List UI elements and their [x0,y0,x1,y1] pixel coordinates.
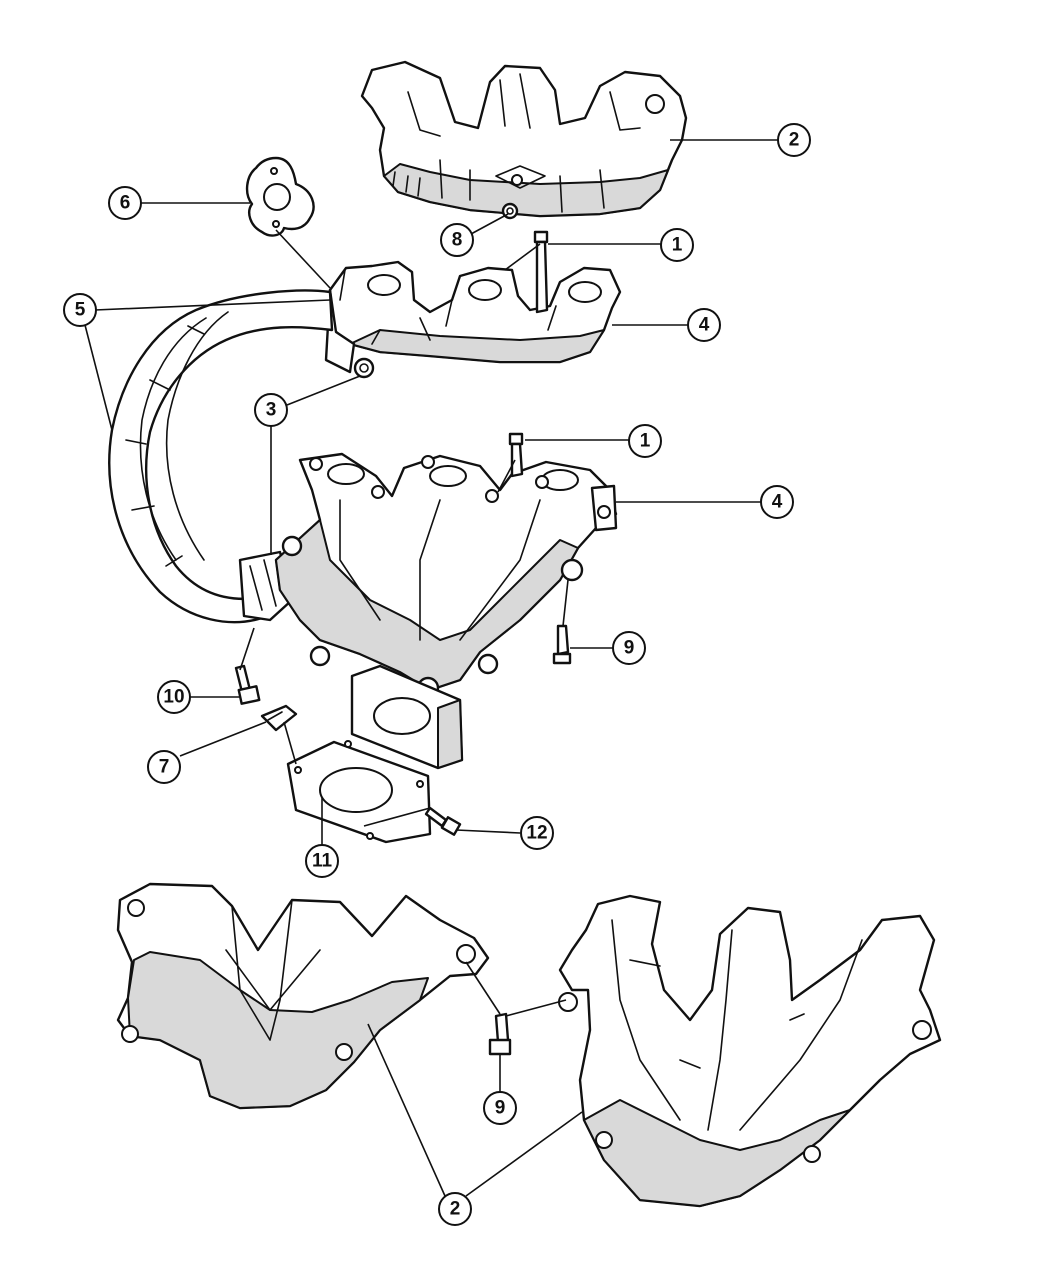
bolt-1-upper [533,230,549,314]
callout-3: 3 [254,393,288,427]
callout-9-bottom: 9 [483,1091,517,1125]
callout-9-middle: 9 [612,631,646,665]
lower-exhaust-manifold [274,452,618,700]
callout-12: 12 [520,816,554,850]
bolt-1-lower [508,432,524,478]
callout-label: 1 [640,431,651,452]
callout-label: 7 [159,757,170,778]
callout-6: 6 [108,186,142,220]
upper-exhaust-manifold [324,260,622,374]
callout-11: 11 [305,844,339,878]
callout-4-lower: 4 [760,485,794,519]
leader-lines [84,139,778,1197]
callout-7: 7 [147,750,181,784]
callout-1-lower: 1 [628,424,662,458]
callout-label: 2 [450,1199,461,1220]
callout-4-upper: 4 [687,308,721,342]
callout-label: 4 [699,315,710,336]
callout-2-top: 2 [777,123,811,157]
callout-8: 8 [440,223,474,257]
callout-label: 10 [163,687,184,708]
gasket-6 [245,156,315,237]
upper-heat-shield [360,60,688,218]
callout-label: 4 [772,492,783,513]
callout-label: 1 [672,235,683,256]
bolt-10 [234,664,261,705]
clip-7 [260,704,298,732]
callout-10: 10 [157,680,191,714]
bolt-12 [424,806,462,836]
lower-left-heat-shield [116,882,490,1110]
callout-2-bottom: 2 [438,1192,472,1226]
lower-right-heat-shield [558,894,942,1208]
bolt-9-middle [552,624,572,665]
callout-1-upper: 1 [660,228,694,262]
outlet-flange [350,664,464,770]
callout-5: 5 [63,293,97,327]
bolt-9-lower [488,1012,512,1056]
callout-label: 11 [312,851,333,872]
callout-label: 12 [526,823,547,844]
callout-label: 3 [266,400,277,421]
nut-3-upper [353,357,375,379]
callout-label: 5 [75,300,86,321]
callout-label: 2 [789,130,800,151]
callout-label: 8 [452,230,463,251]
callout-label: 9 [495,1098,506,1119]
callout-label: 9 [624,638,635,659]
callout-label: 6 [120,193,131,214]
